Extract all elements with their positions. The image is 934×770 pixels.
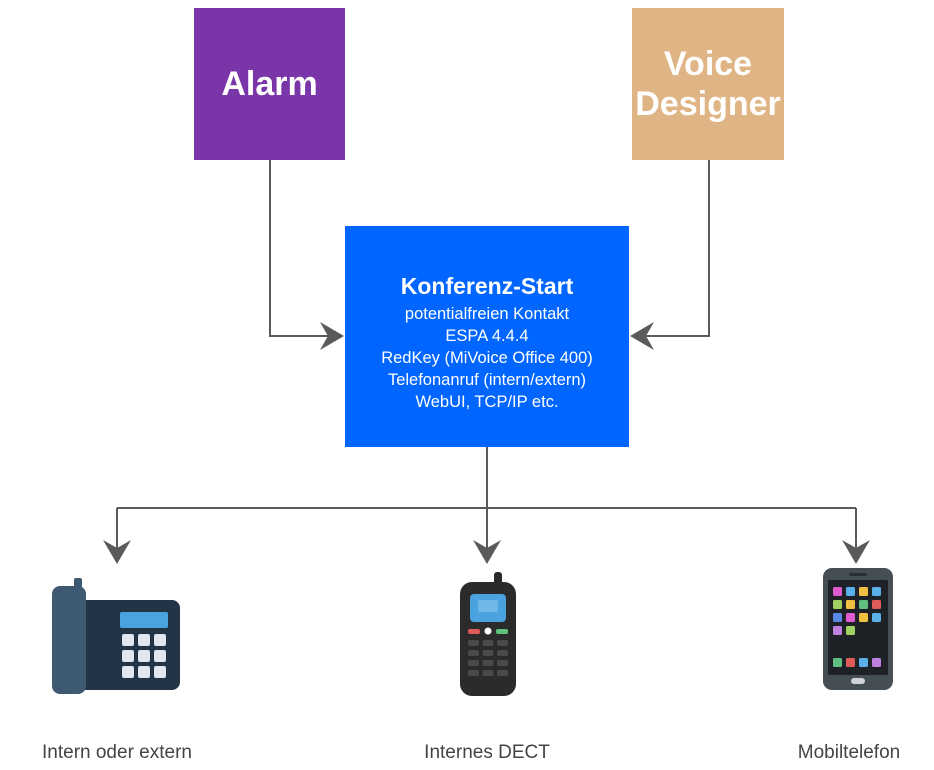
voice-designer-label-line1: Voice [663, 45, 753, 83]
smartphone-icon [823, 568, 893, 690]
arrowhead-mid-device [473, 540, 501, 564]
arrowhead-left-device [103, 540, 131, 564]
dect-handset-icon [460, 572, 516, 696]
trigger-line-espa: ESPA 4.4.4 [445, 326, 529, 345]
trigger-line-redkey: RedKey (MiVoice Office 400) [381, 348, 593, 367]
trigger-line-webui: WebUI, TCP/IP etc. [415, 392, 559, 411]
conference-start-title: Konferenz-Start [400, 272, 574, 299]
alarm-label: Alarm [221, 65, 318, 103]
arrowhead-right-device [842, 540, 870, 564]
arrowhead-voice [630, 322, 654, 350]
arrowhead-alarm [320, 322, 344, 350]
connector-alarm-to-center [269, 160, 334, 337]
desk-phone-icon [52, 578, 180, 694]
voice-designer-label-line2: Designer [635, 85, 781, 123]
device-label-desk-phone: Intern oder extern [42, 742, 192, 763]
voice-designer-box: Voice Designer [632, 8, 784, 160]
alarm-box: Alarm [194, 8, 345, 160]
trigger-line-phone-call: Telefonanruf (intern/extern) [387, 370, 587, 389]
conference-start-box: Konferenz-Start potentialfreien Kontakt … [345, 226, 629, 447]
device-label-dect: Internes DECT [424, 742, 550, 763]
device-label-mobile: Mobiltelefon [797, 742, 901, 763]
trigger-line-potential-free: potentialfreien Kontakt [404, 304, 570, 323]
connector-voice-to-center [642, 160, 710, 337]
